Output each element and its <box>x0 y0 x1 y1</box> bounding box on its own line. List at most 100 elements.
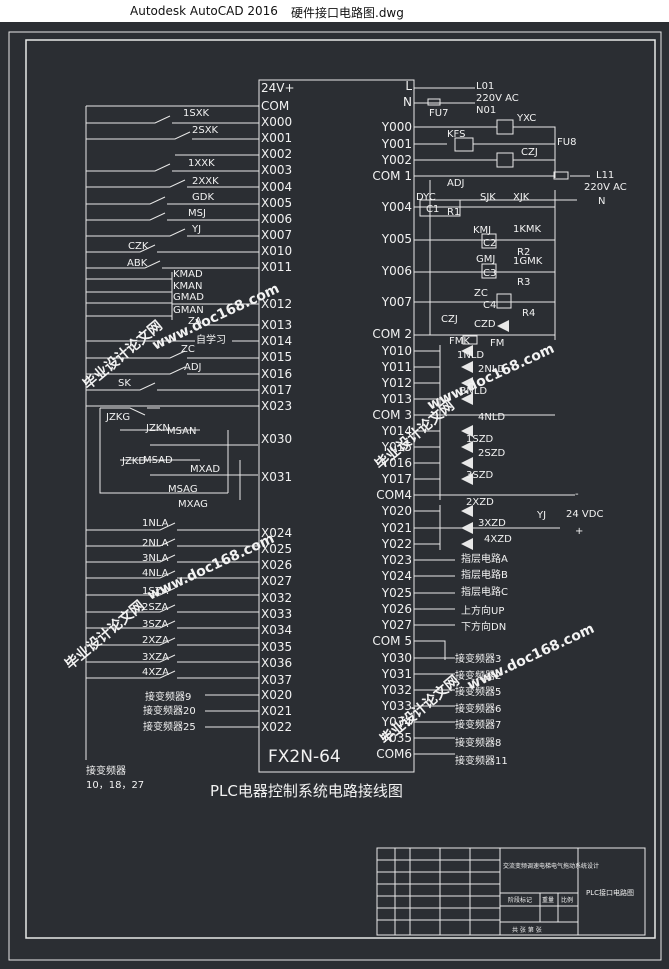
terminal-y005: Y005 <box>381 232 412 246</box>
output-label: SJK <box>480 192 496 203</box>
terminal-y034: Y034 <box>381 715 412 729</box>
terminal-l: L <box>405 79 412 93</box>
terminal-x022: X022 <box>261 720 292 734</box>
terminal-y020: Y020 <box>381 504 412 518</box>
input-wiring <box>85 105 259 760</box>
output-label: FM <box>490 338 504 349</box>
terminal-y001: Y001 <box>381 137 412 151</box>
input-label: 2SXK <box>192 125 219 136</box>
terminal-x020: X020 <box>261 688 292 702</box>
terminal-x013: X013 <box>261 318 292 332</box>
output-label: DYC <box>416 192 436 203</box>
window-titlebar: Autodesk AutoCAD 2016 硬件接口电路图.dwg <box>0 0 669 22</box>
terminal-x030: X030 <box>261 432 292 446</box>
terminal-y027: Y027 <box>381 618 412 632</box>
terminal-x014: X014 <box>261 334 292 348</box>
output-label: 接变频器5 <box>455 685 501 698</box>
input-label: YJ <box>191 224 201 235</box>
output-label: 1GMK <box>513 256 543 267</box>
output-label: 1SZD <box>466 434 494 445</box>
terminal-y026: Y026 <box>381 602 412 616</box>
input-label: 接变频器9 <box>145 690 191 703</box>
output-label: 3SZD <box>466 470 494 481</box>
terminal-y013: Y013 <box>381 392 412 406</box>
output-label: 1NLD <box>457 350 484 361</box>
output-label: 4NLD <box>478 412 505 423</box>
terminal-x003: X003 <box>261 163 292 177</box>
output-wiring <box>414 87 590 755</box>
output-label: R3 <box>517 277 530 288</box>
output-label: + <box>575 526 583 537</box>
terminal-x024: X024 <box>261 526 292 540</box>
input-label: 4XZA <box>142 667 169 678</box>
output-label: ADJ <box>447 178 465 189</box>
title-block <box>376 847 646 936</box>
output-label: C4 <box>483 300 496 311</box>
terminal-y017: Y017 <box>381 472 412 486</box>
drawing-canvas[interactable]: FX2N-64 24V+COMX000X001X002X003X004X005X… <box>0 22 669 969</box>
plc-model: FX2N-64 <box>268 747 341 767</box>
terminal-y032: Y032 <box>381 683 412 697</box>
terminal-x001: X001 <box>261 131 292 145</box>
input-label: 1NLA <box>142 518 169 529</box>
output-label: CZD <box>474 319 496 330</box>
output-label: ZC <box>474 288 488 299</box>
terminal-com2: COM 2 <box>372 327 412 341</box>
input-label: MSAG <box>168 484 198 495</box>
input-label: 自学习 <box>196 333 226 346</box>
terminal-x025: X025 <box>261 542 292 556</box>
output-label: R1 <box>447 207 460 218</box>
terminal-x002: X002 <box>261 147 292 161</box>
terminal-y014: Y014 <box>381 424 412 438</box>
output-label: C1 <box>426 204 439 215</box>
output-label: FU7 <box>429 108 448 119</box>
input-label: ZC <box>181 344 195 355</box>
output-label: 接变频器8 <box>455 736 501 749</box>
output-label: 接变频器6 <box>455 702 501 715</box>
output-label: FU8 <box>557 137 576 148</box>
title-block-project: 交流变频调速电梯电气拖动系统设计 <box>503 862 599 870</box>
input-label: JZKD <box>121 456 146 467</box>
terminal-y007: Y007 <box>381 295 412 309</box>
terminal-y012: Y012 <box>381 376 412 390</box>
input-label: SK <box>118 378 131 389</box>
output-label: YJ <box>536 510 546 521</box>
terminal-com3: COM 3 <box>372 408 412 422</box>
output-label: 1KMK <box>513 224 542 235</box>
terminal-x036: X036 <box>261 656 292 670</box>
output-label: R4 <box>522 308 535 319</box>
output-label: 220V AC <box>476 93 519 104</box>
terminal-x033: X033 <box>261 607 292 621</box>
terminal-x031: X031 <box>261 470 292 484</box>
output-label: N <box>598 196 605 207</box>
input-label: 接变频器 <box>86 764 126 777</box>
title-block-row-weight: 重量 <box>542 896 554 904</box>
input-label: 2XZA <box>142 635 169 646</box>
output-label: N01 <box>476 105 496 116</box>
input-label: MXAD <box>190 464 220 475</box>
terminal-com: COM <box>261 99 289 113</box>
title-block-row-scale: 比例 <box>561 896 573 904</box>
input-label: JZKG <box>105 412 130 423</box>
terminal-com4: COM4 <box>376 488 412 502</box>
terminal-y033: Y033 <box>381 699 412 713</box>
file-title: 硬件接口电路图.dwg <box>291 6 404 20</box>
terminal-y025: Y025 <box>381 586 412 600</box>
terminal-x027: X027 <box>261 574 292 588</box>
terminal-x006: X006 <box>261 212 292 226</box>
terminal-x035: X035 <box>261 640 292 654</box>
terminal-y023: Y023 <box>381 553 412 567</box>
terminal-x011: X011 <box>261 260 292 274</box>
input-label: 2SZA <box>142 602 169 613</box>
terminal-y015: Y015 <box>381 440 412 454</box>
output-label: - <box>575 489 579 500</box>
input-label: GMAN <box>173 305 204 316</box>
terminal-x012: X012 <box>261 297 292 311</box>
diodes <box>461 320 509 550</box>
output-label: 4XZD <box>484 534 512 545</box>
terminal-y010: Y010 <box>381 344 412 358</box>
inner-frame <box>25 39 656 939</box>
terminal-x037: X037 <box>261 673 292 687</box>
output-label: 3XZD <box>478 518 506 529</box>
